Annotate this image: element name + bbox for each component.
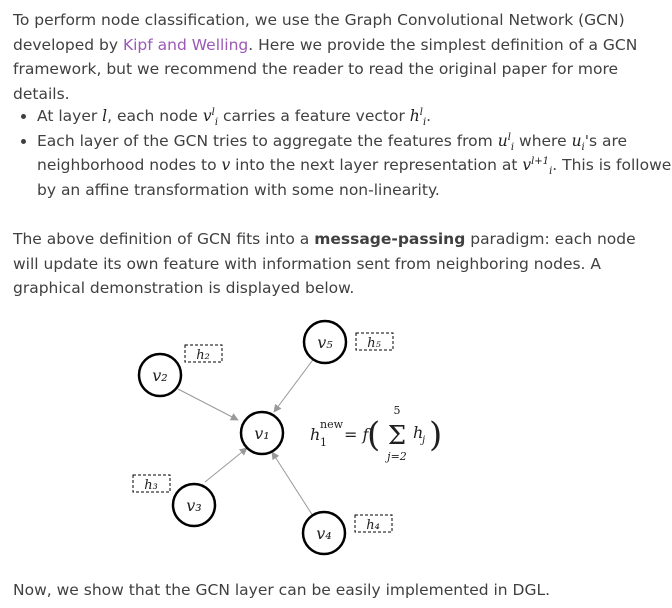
message-passing-paragraph: The above definition of GCN fits into a … xyxy=(13,227,663,301)
node-label: v₃ xyxy=(186,496,201,515)
paragraph-text: paradigm: each node will update its own … xyxy=(13,230,636,297)
list-item: At layer l, each node vli carries a feat… xyxy=(37,104,672,129)
formula-equals-f: = f xyxy=(344,425,371,444)
formula-h: h xyxy=(310,425,320,444)
list-item: Each layer of the GCN tries to aggregate… xyxy=(37,129,672,203)
node-label: v₅ xyxy=(317,333,333,352)
formula-hj: h xyxy=(413,423,423,442)
formula-subscript: 1 xyxy=(320,436,327,449)
node-label: v₄ xyxy=(316,524,331,543)
formula-paren: ( xyxy=(367,415,380,455)
message-passing-term: message-passing xyxy=(314,230,466,248)
math-sub: i xyxy=(422,117,427,129)
message-passing-diagram: v₁ v₂ v₅ v₃ v₄ h₂ h₅ h₃ xyxy=(132,319,442,556)
feature-box-h4: h₄ xyxy=(354,514,393,533)
math-l: l xyxy=(102,107,108,125)
math-sub: i xyxy=(581,141,585,153)
definition-list: At layer l, each node vli carries a feat… xyxy=(13,104,672,202)
outro-paragraph: Now, we show that the GCN layer can be e… xyxy=(13,581,551,599)
math-u-i-l: uli xyxy=(497,131,515,153)
list-text: where xyxy=(514,131,572,150)
math-sup: l xyxy=(211,106,215,118)
math-sub: i xyxy=(549,166,553,178)
math-symbol: u xyxy=(571,131,582,150)
math-sup: l xyxy=(419,106,423,118)
math-u-i: ui xyxy=(571,131,585,153)
intro-paragraph: To perform node classification, we use t… xyxy=(13,8,663,106)
paragraph-text: The above definition of GCN fits into a xyxy=(13,230,315,248)
math-h-i-l: hli xyxy=(409,106,427,129)
node-label: v₂ xyxy=(152,366,167,385)
feature-label: h₄ xyxy=(366,518,380,533)
list-text: At layer xyxy=(37,107,103,125)
list-text: , each node xyxy=(107,107,203,125)
feature-label: h₂ xyxy=(196,348,210,363)
math-v-i-l1: vl+1i xyxy=(522,155,553,178)
node-v2: v₂ xyxy=(137,352,183,398)
intro-text-a: To perform node classification, we use t… xyxy=(13,11,625,54)
math-v-i-l: vli xyxy=(202,106,219,129)
math-sub: i xyxy=(214,117,219,129)
feature-label: h₃ xyxy=(144,478,158,493)
node-label: v₁ xyxy=(254,424,269,443)
node-v1: v₁ xyxy=(239,410,285,456)
feature-label: h₅ xyxy=(367,336,381,351)
list-text: into the next layer representation at xyxy=(230,156,523,174)
math-symbol: u xyxy=(497,131,508,150)
feature-box-h5: h₅ xyxy=(355,332,394,351)
kipf-welling-link[interactable]: Kipf and Welling xyxy=(122,35,249,54)
formula-superscript: new xyxy=(320,418,344,431)
formula-paren: ) xyxy=(429,415,442,455)
formula-hj-subscript: j xyxy=(420,435,425,446)
list-text: Each layer of the GCN tries to aggregate… xyxy=(37,131,498,150)
edge-v3-v1 xyxy=(204,447,248,483)
list-text: . xyxy=(426,107,432,125)
list-text: 's are neighborhood nodes to xyxy=(37,131,628,175)
update-formula: h new 1 = f ( 5 Σ j=2 h j ) xyxy=(310,404,442,463)
list-text: carries a feature vector xyxy=(218,107,410,125)
formula-sum-upper: 5 xyxy=(394,404,401,417)
formula-sum-lower: j=2 xyxy=(384,450,407,463)
math-sup: l+1 xyxy=(531,155,550,167)
edge-v4-v1 xyxy=(271,451,314,517)
math-symbol: h xyxy=(409,107,420,125)
intro-text-b: . Here we provide the simplest definitio… xyxy=(13,35,638,103)
math-sup: l xyxy=(507,131,511,143)
feature-box-h2: h₂ xyxy=(184,344,223,363)
feature-box-h3: h₃ xyxy=(132,474,171,493)
node-v5: v₅ xyxy=(302,319,348,365)
math-sub: i xyxy=(510,141,515,153)
list-text: . This is followed by an affine transfor… xyxy=(37,156,672,199)
formula-sum: Σ xyxy=(388,421,406,451)
edge-v2-v1 xyxy=(177,388,239,421)
node-v3: v₃ xyxy=(171,482,217,528)
node-v4: v₄ xyxy=(301,510,347,556)
math-v: v xyxy=(221,156,231,174)
math-symbol: v xyxy=(202,107,212,125)
math-symbol: v xyxy=(522,156,532,174)
edge-v5-v1 xyxy=(273,352,319,413)
